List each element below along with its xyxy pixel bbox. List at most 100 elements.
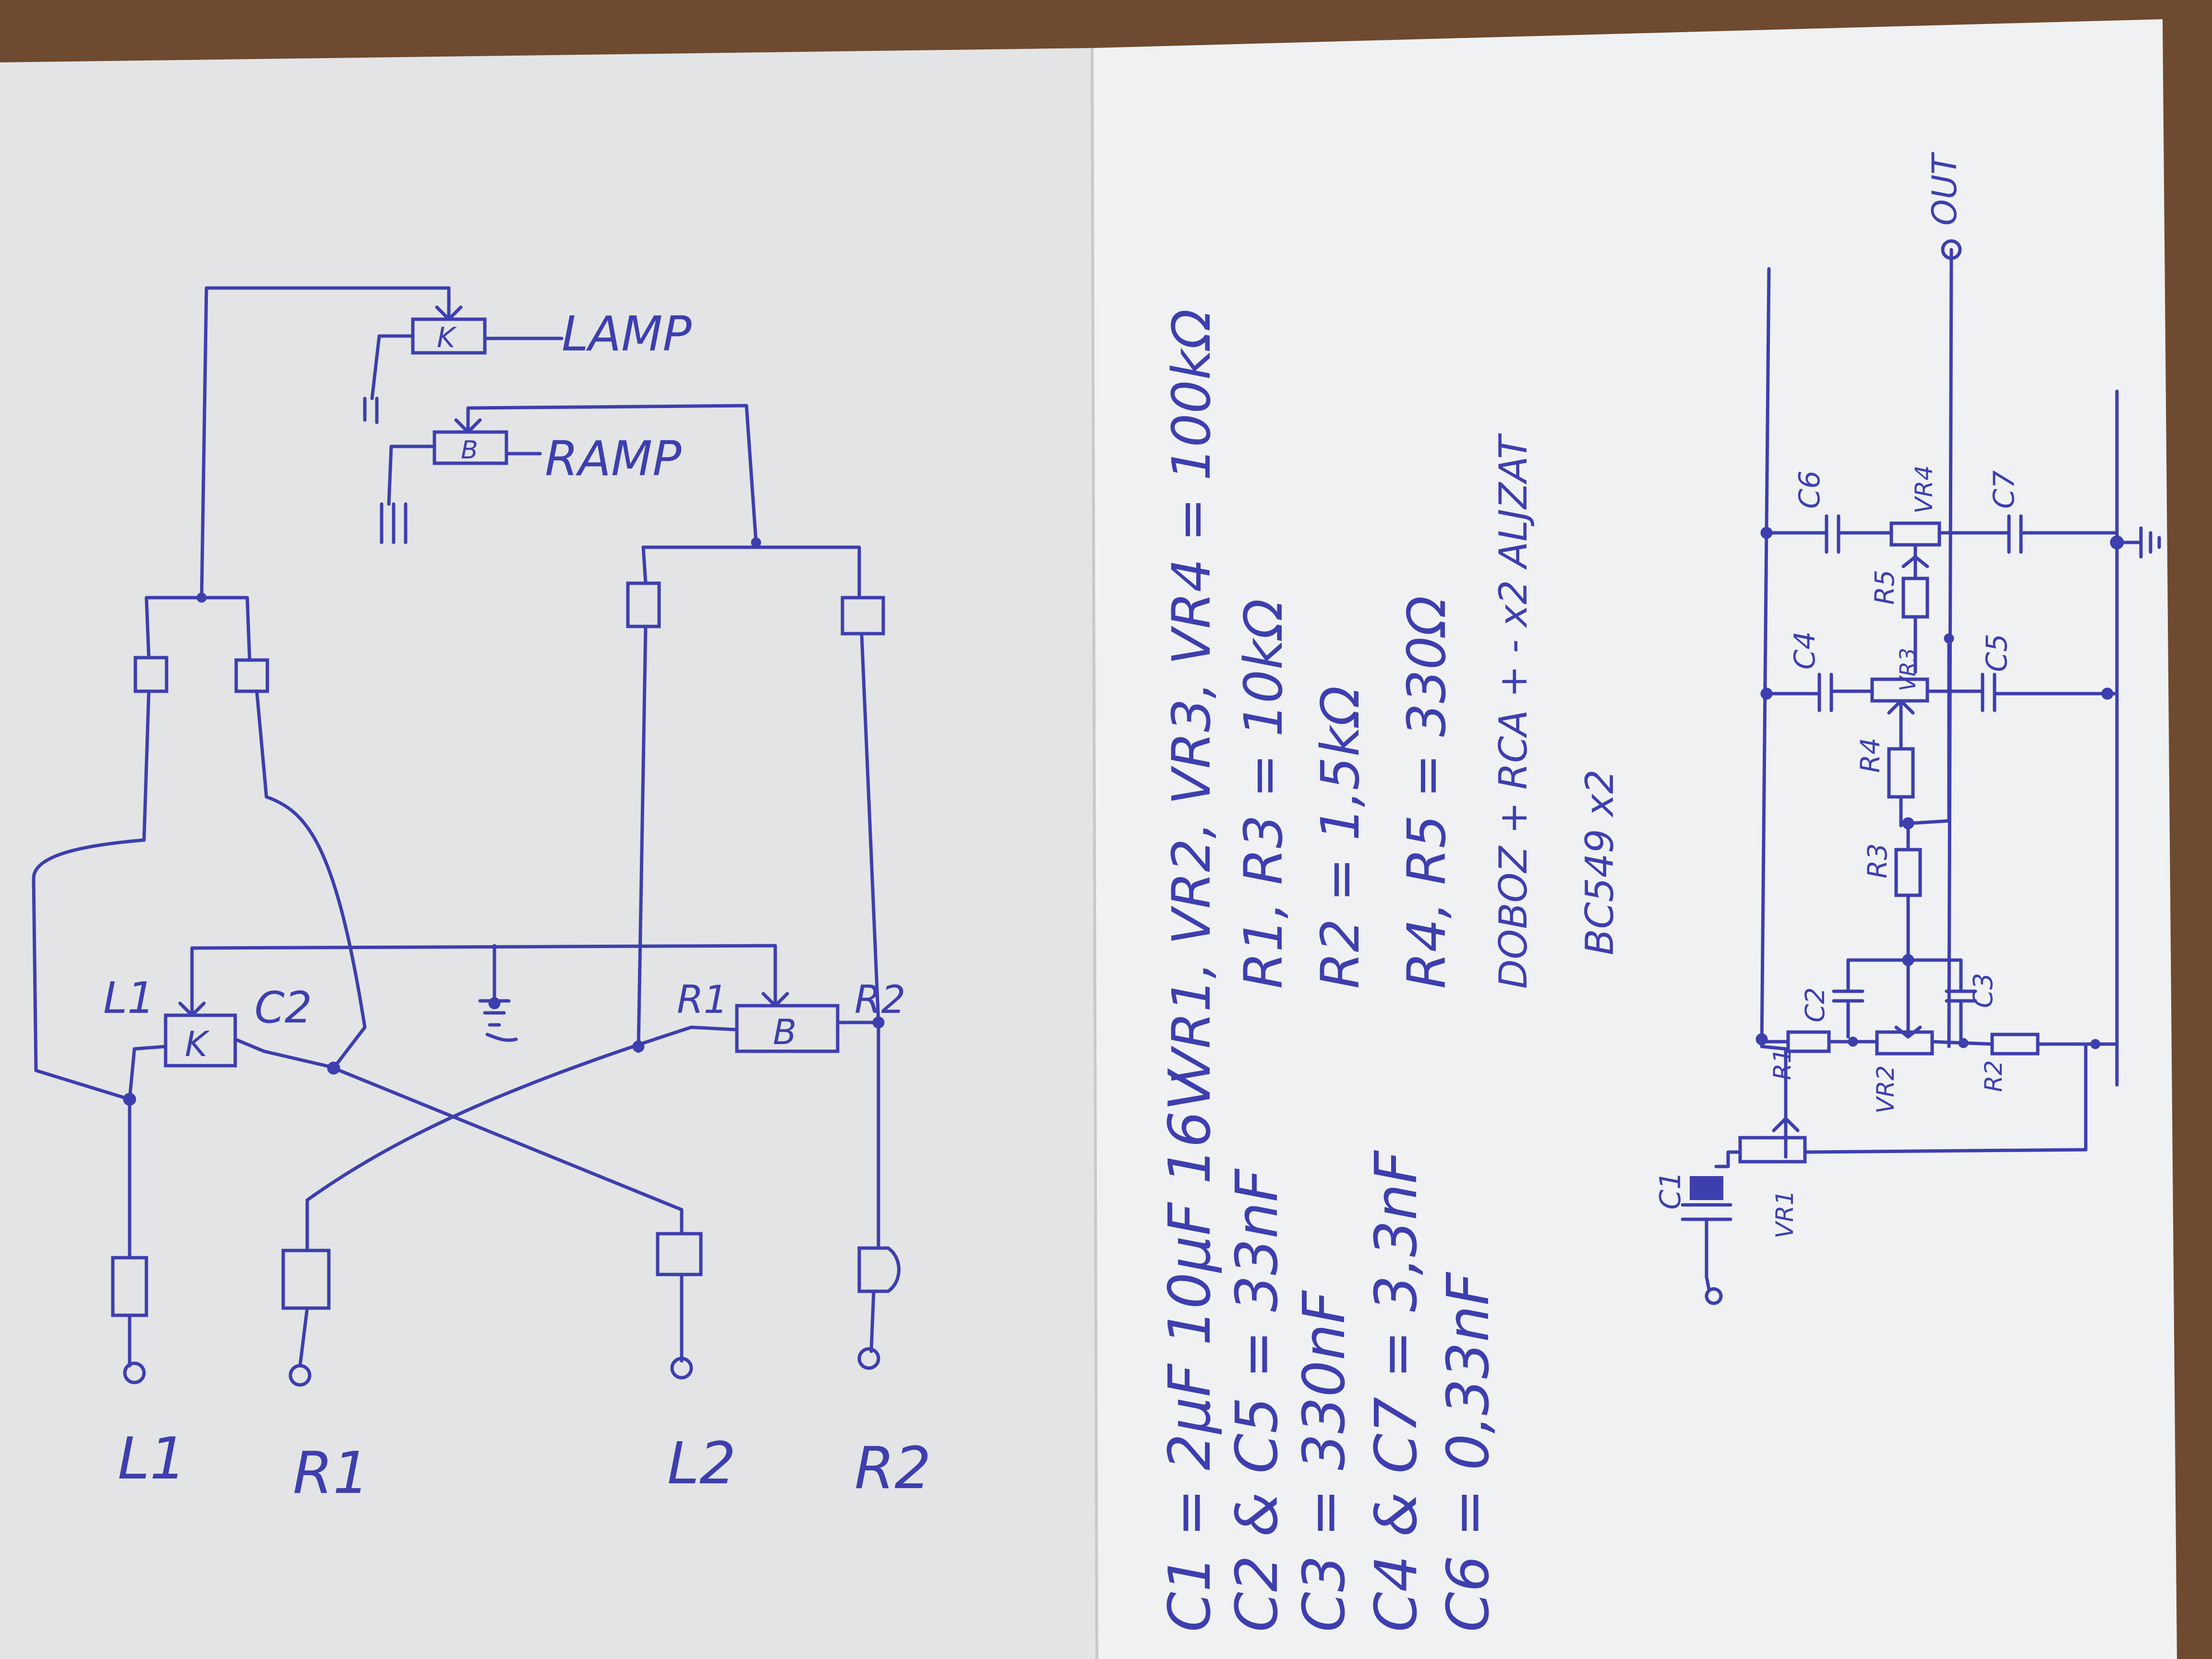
k-left-terminal: [128, 1045, 168, 1101]
c2-terminal-label: C2: [254, 983, 312, 1033]
node: [2101, 687, 2114, 700]
c4-label: C4: [1788, 631, 1822, 670]
vr4-wiper: [1901, 543, 1929, 580]
c3-label: C3: [1968, 973, 1998, 1008]
left-connector-b: [234, 658, 269, 693]
input-lead: [1705, 1275, 1711, 1291]
out-label: OUT: [1925, 152, 1964, 226]
note-c6: C6 = 0,33nF: [1435, 1272, 1502, 1632]
c6-label: C6: [1793, 470, 1827, 509]
component-list: C1 = 2µF 10µF 16V C2 & C5 = 33nF C3 = 33…: [1157, 309, 1622, 1632]
top-rail: [1760, 267, 1788, 1159]
jack-r2: [857, 1347, 880, 1370]
l1-terminal-label: L1: [103, 973, 155, 1023]
node: [2090, 1039, 2101, 1049]
r4-label: R4: [1855, 738, 1886, 773]
note-r2: R2 = 1,5kΩ: [1310, 686, 1371, 989]
junction: [196, 592, 207, 603]
lamp-wiper-arrow: [435, 286, 463, 321]
output-terminal: [1941, 239, 1962, 260]
b-pot-mark: B: [773, 1012, 796, 1052]
input-label-r2: R2: [854, 1435, 931, 1502]
input-label-l1: L1: [118, 1426, 186, 1492]
k-wiper-arrow: [178, 1001, 206, 1017]
ramp-pot-mark: B: [461, 436, 478, 465]
ramp-ground: [380, 445, 436, 544]
c1-capacitor-plate: [1690, 1176, 1723, 1200]
left-a-wire: [32, 689, 151, 1101]
jack-l1: [123, 1361, 146, 1384]
vr1-to-ground: [1803, 1042, 2088, 1154]
left-b-wire: [255, 689, 367, 1070]
right-a-wire: [637, 625, 648, 1048]
left-paper-sheet: [0, 48, 1097, 1659]
lamp-ground: [363, 334, 415, 424]
note-vr: VR1, VR2, VR3, VR4 = 100kΩ: [1161, 309, 1222, 1085]
vr1-label: VR1: [1771, 1190, 1799, 1238]
right-paper-sheet: [1092, 19, 2177, 1659]
c2-branch: [1832, 958, 1864, 1039]
k-pot-mark: K: [185, 1024, 210, 1064]
wiring-diagram: K B LAMP RAMP K B: [32, 286, 931, 1507]
ramp-label: RAMP: [545, 431, 682, 487]
note-c2-c5: C2 & C5 = 33nF: [1224, 1168, 1291, 1632]
c5-label: C5: [1980, 634, 2014, 672]
vr4-label: VR4: [1910, 465, 1938, 514]
vr2-label: VR2: [1872, 1065, 1899, 1114]
vr1-pot: [1738, 1136, 1807, 1164]
jack-l2: [670, 1357, 693, 1380]
node: [1944, 633, 1954, 644]
k-right-terminal: [233, 1037, 338, 1070]
c4-branch: [1765, 673, 1874, 712]
vr3-wiper: [1887, 699, 1915, 751]
c7-label: C7: [1987, 470, 2021, 509]
ramp-wiper-arrow: [454, 418, 482, 434]
c1-capacitor: [1681, 1203, 1732, 1279]
input-connector-l2: [656, 1232, 703, 1276]
vr4-feed: [1909, 637, 1951, 825]
jack-r1: [289, 1364, 312, 1387]
c7-branch: [1937, 514, 2119, 554]
right-split: [641, 545, 861, 600]
c6-branch: [1765, 514, 1893, 554]
cross-wire-a: [332, 1066, 684, 1236]
r2-label: R2: [1980, 1060, 2008, 1092]
tone-control-schematic: OUT C6 VR4 C7 R5 C4 VR3 C5 R4 R3: [1654, 152, 2161, 1305]
ground-symbol: [2115, 526, 2161, 559]
r1-label: R1: [1768, 1048, 1796, 1080]
note-r1-r3: R1, R3 = 10kΩ: [1233, 599, 1294, 989]
junction: [751, 537, 761, 548]
r1-terminal-label: R1: [677, 977, 728, 1022]
c1-connection: [1714, 1150, 1742, 1168]
r5-label: R5: [1869, 570, 1900, 605]
node: [1848, 1036, 1858, 1047]
note-c3: C3 = 330nF: [1291, 1290, 1358, 1632]
right-connector-a: [626, 581, 661, 628]
paper-fold-shadow: [1091, 48, 1098, 1659]
note-r4-r5: R4, R5 = 330Ω: [1396, 596, 1457, 989]
wiper-bus: [190, 944, 777, 1017]
right-b-wire: [860, 632, 880, 1024]
c5-branch: [1925, 673, 2119, 712]
node: [1958, 1038, 1969, 1048]
input-label-r1: R1: [293, 1440, 370, 1507]
note-c1: C1 = 2µF 10µF 16V: [1157, 1068, 1224, 1632]
input-connector-r2: [857, 1246, 901, 1293]
lamp-pot-mark: K: [437, 321, 457, 354]
lamp-label: LAMP: [562, 306, 692, 362]
input-label-l2: L2: [667, 1431, 736, 1497]
c2-label: C2: [1800, 987, 1830, 1022]
jack-wires: [128, 1273, 876, 1368]
r2-terminal-label: R2: [854, 977, 905, 1022]
c1-label: C1: [1654, 1171, 1687, 1210]
ramp-top-wire: [466, 404, 758, 544]
b-wiper-arrow: [761, 992, 789, 1008]
r3-label: R3: [1862, 843, 1893, 878]
ground-node: [2110, 535, 2124, 550]
left-connector-a: [133, 656, 168, 693]
note-box-rca: DOBOZ + RCA + - x2 ALJZAT: [1491, 433, 1536, 989]
input-terminal: [1705, 1287, 1723, 1305]
ground-node: [488, 997, 501, 1010]
note-c4-c7: C4 & C7 = 3,3nF: [1363, 1150, 1430, 1632]
